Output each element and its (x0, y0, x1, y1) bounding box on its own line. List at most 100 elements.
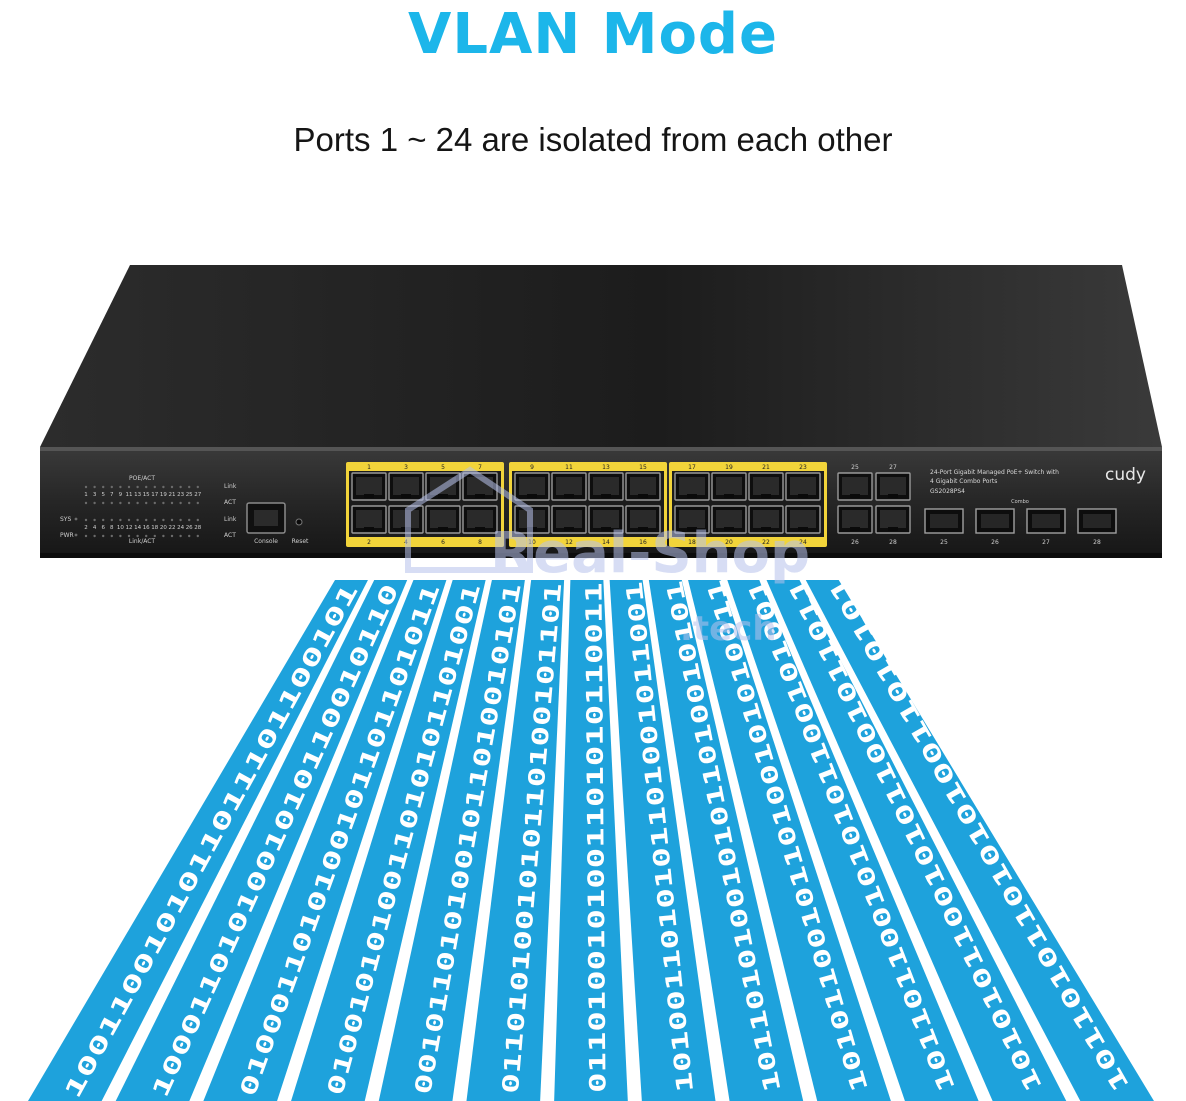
led-dot (102, 518, 105, 522)
rj45-port-latch (564, 494, 574, 498)
rj45-port-latch (798, 527, 808, 531)
led-number-top: 5 (101, 492, 105, 498)
reset-label: Reset (292, 538, 309, 545)
rj45-port-socket (880, 477, 906, 495)
data-stream-bits: 0110100101001101010110011 (581, 582, 611, 1093)
port-number-top: 9 (530, 464, 534, 471)
led-dot (196, 501, 199, 505)
rj45-port[interactable] (711, 505, 747, 534)
switch-front-bevel (40, 447, 1162, 451)
page-title: VLAN Mode (408, 2, 778, 67)
led-dot (119, 518, 122, 522)
rj45-port[interactable] (388, 472, 424, 501)
port-number-top: 1 (367, 464, 371, 471)
port-number-bottom: 22 (762, 539, 770, 546)
led-number-bottom: 18 (151, 525, 158, 531)
port-number-top: 19 (725, 464, 733, 471)
rj45-port-socket (593, 510, 619, 528)
rj45-port[interactable] (588, 505, 624, 534)
led-number-top: 25 (186, 492, 193, 498)
rj45-port[interactable] (425, 505, 461, 534)
sfp-port[interactable]: 25 (924, 508, 964, 546)
port-number-bottom: 20 (725, 539, 733, 546)
combo-label: Combo (1011, 499, 1029, 505)
rj45-port[interactable] (514, 472, 550, 501)
rj45-port[interactable] (588, 472, 624, 501)
rj45-port[interactable] (785, 472, 821, 501)
pwr-led (74, 533, 78, 537)
data-stream-strip (554, 580, 628, 1101)
port-number-bottom: 24 (799, 539, 807, 546)
rj45-port-latch (601, 494, 611, 498)
rj45-port[interactable] (625, 505, 661, 534)
led-number-top: 9 (119, 492, 123, 498)
combo-port-number-top: 27 (889, 464, 897, 471)
rj45-port-latch (761, 494, 771, 498)
led-dot (127, 501, 131, 505)
sfp-port[interactable]: 28 (1077, 508, 1117, 546)
led-number-bottom: 16 (143, 525, 150, 531)
sfp-port-cage (1083, 514, 1111, 528)
network-switch: POE/ACT Link/ACT Link ACT Link ACT SYS P… (40, 265, 1162, 558)
rj45-port[interactable] (875, 472, 911, 501)
rj45-port-socket (593, 477, 619, 495)
rj45-port-latch (798, 494, 808, 498)
sfp-port[interactable]: 27 (1026, 508, 1066, 546)
led-dot (136, 485, 139, 489)
sfp-ports: 25 26 27 28 (924, 508, 1117, 546)
led-dot (162, 518, 165, 522)
reset-button[interactable] (295, 518, 303, 526)
watermark-house-icon (405, 466, 533, 573)
led-number-bottom: 6 (101, 525, 105, 531)
led-dot (162, 485, 165, 489)
combo-port-number-bottom: 28 (889, 539, 897, 546)
rj45-port[interactable] (837, 472, 873, 501)
led-dot (119, 501, 122, 505)
led-dot (93, 518, 96, 522)
act-label-top: ACT (224, 499, 236, 506)
rj45-port-latch (850, 494, 860, 498)
rj45-port[interactable] (625, 472, 661, 501)
led-dot (93, 485, 96, 489)
led-number-bottom: 20 (160, 525, 167, 531)
rj45-port-latch (888, 527, 898, 531)
led-dot (84, 518, 88, 522)
led-number-top: 17 (151, 492, 158, 498)
port-number-bottom: 12 (565, 539, 573, 546)
led-dot (170, 501, 174, 505)
rj45-port[interactable] (674, 472, 710, 501)
sfp-port-number: 25 (940, 539, 948, 546)
rj45-port[interactable] (748, 505, 784, 534)
port-number-top: 11 (565, 464, 573, 471)
rj45-port-latch (364, 494, 374, 498)
rj45-port[interactable] (551, 505, 587, 534)
port-number-top: 13 (602, 464, 610, 471)
rj45-port[interactable] (837, 505, 873, 534)
sfp-port[interactable]: 26 (975, 508, 1015, 546)
led-dot (127, 534, 131, 538)
rj45-port[interactable] (711, 472, 747, 501)
switch-top-panel (40, 265, 1162, 447)
led-dot (153, 501, 156, 505)
switch-description-line2: 4 Gigabit Combo Ports (930, 478, 997, 485)
led-dot (196, 518, 199, 522)
rj45-port[interactable] (462, 505, 498, 534)
rj45-port-latch (438, 527, 448, 531)
rj45-port[interactable] (674, 505, 710, 534)
rj45-port[interactable] (351, 472, 387, 501)
rj45-port[interactable] (785, 505, 821, 534)
rj45-port[interactable] (875, 505, 911, 534)
led-dot (127, 518, 131, 522)
led-number-bottom: 8 (110, 525, 114, 531)
led-number-top: 21 (169, 492, 176, 498)
rj45-port-socket (356, 510, 382, 528)
rj45-port[interactable] (351, 505, 387, 534)
led-dot (196, 534, 199, 538)
rj45-port[interactable] (748, 472, 784, 501)
led-dot (110, 534, 114, 538)
led-dot (102, 501, 105, 505)
rj45-port[interactable] (551, 472, 587, 501)
rj45-port-socket (790, 477, 816, 495)
